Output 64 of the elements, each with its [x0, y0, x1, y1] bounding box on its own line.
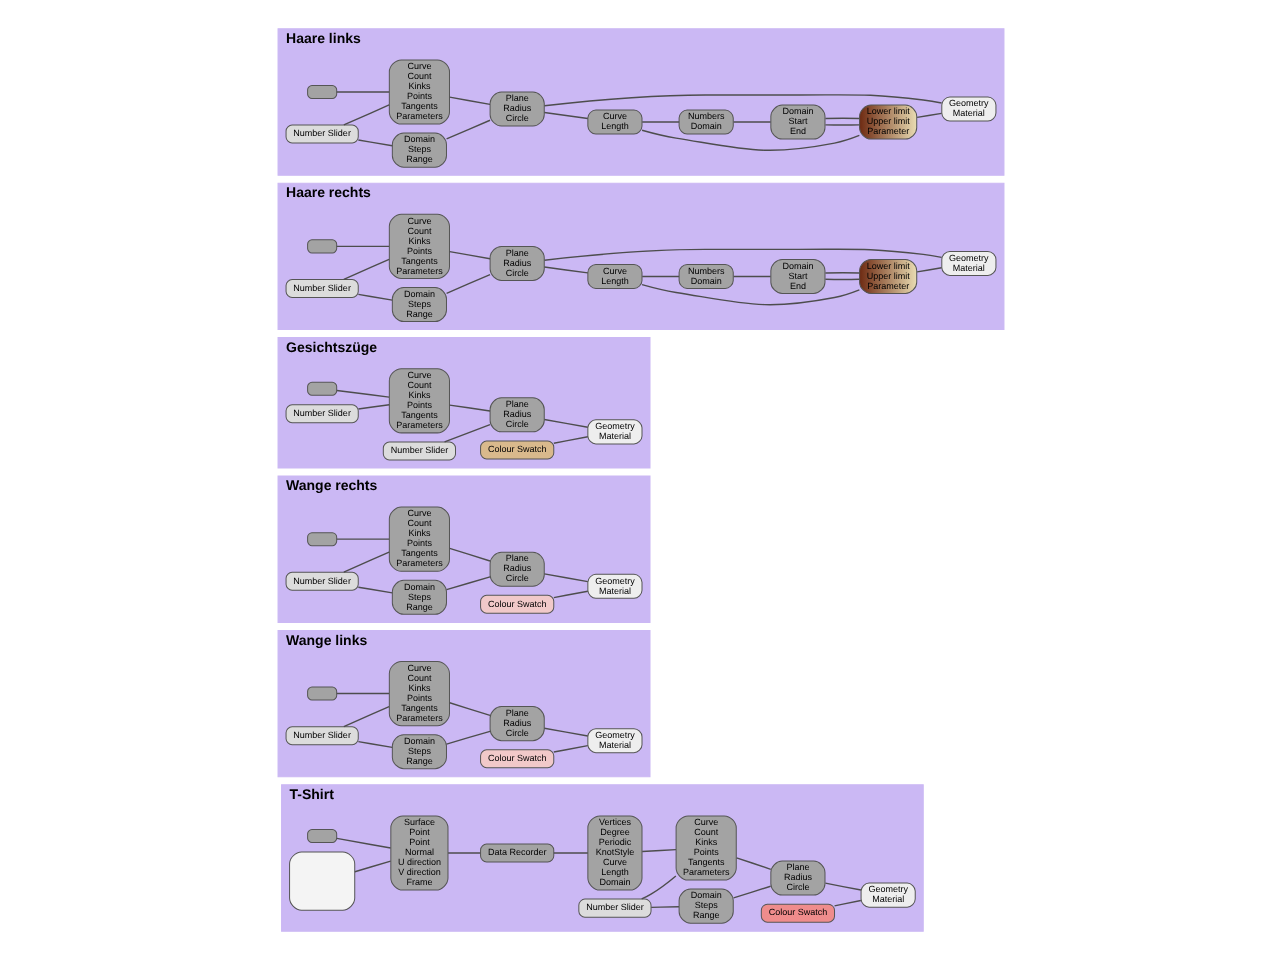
connector	[640, 875, 676, 900]
connector	[444, 576, 490, 591]
connector	[542, 418, 588, 428]
connector	[640, 129, 860, 151]
connector	[342, 104, 389, 126]
connector	[640, 283, 860, 306]
connector	[444, 730, 490, 745]
connector	[446, 852, 480, 854]
connector	[442, 424, 490, 443]
connector	[356, 293, 392, 301]
connector	[915, 112, 942, 119]
connector	[447, 547, 490, 562]
connector	[356, 740, 392, 749]
node-box	[306, 84, 337, 99]
connector	[356, 404, 389, 410]
connector	[542, 727, 588, 737]
connector	[444, 119, 490, 140]
node-box	[306, 239, 337, 254]
connector	[832, 899, 861, 907]
connector	[823, 272, 860, 274]
connector	[342, 705, 389, 728]
connector	[335, 91, 389, 93]
connector	[444, 273, 490, 294]
connector	[342, 258, 389, 281]
connector	[640, 121, 679, 123]
connector	[356, 139, 392, 147]
connector	[640, 848, 676, 853]
node-box	[306, 532, 337, 547]
connector	[542, 266, 588, 274]
connector	[552, 590, 588, 599]
connector	[542, 111, 588, 120]
connector	[542, 248, 942, 261]
connector	[552, 436, 588, 444]
connector	[823, 882, 861, 891]
connector	[542, 94, 942, 107]
connector	[731, 121, 771, 123]
connector	[734, 857, 771, 870]
node-box	[306, 381, 337, 396]
node-box	[288, 851, 355, 911]
connector	[447, 96, 490, 106]
connector	[447, 702, 490, 717]
connector	[915, 267, 942, 273]
connector	[649, 906, 679, 909]
connector	[356, 586, 392, 594]
connector	[823, 117, 860, 120]
connector	[552, 852, 588, 854]
connector	[552, 744, 588, 753]
connector	[447, 404, 490, 412]
connector	[731, 885, 771, 899]
connector	[823, 124, 860, 126]
connector	[542, 573, 588, 583]
connector	[823, 278, 860, 281]
connector	[335, 692, 389, 695]
node-box	[306, 828, 337, 843]
connector	[335, 389, 389, 398]
connector	[731, 275, 771, 278]
connector	[447, 250, 490, 260]
connector	[353, 860, 391, 873]
connector	[335, 245, 389, 248]
connector	[342, 551, 389, 573]
connector	[335, 837, 391, 849]
connector	[640, 275, 679, 278]
node-box	[306, 686, 337, 701]
connector	[335, 538, 389, 540]
